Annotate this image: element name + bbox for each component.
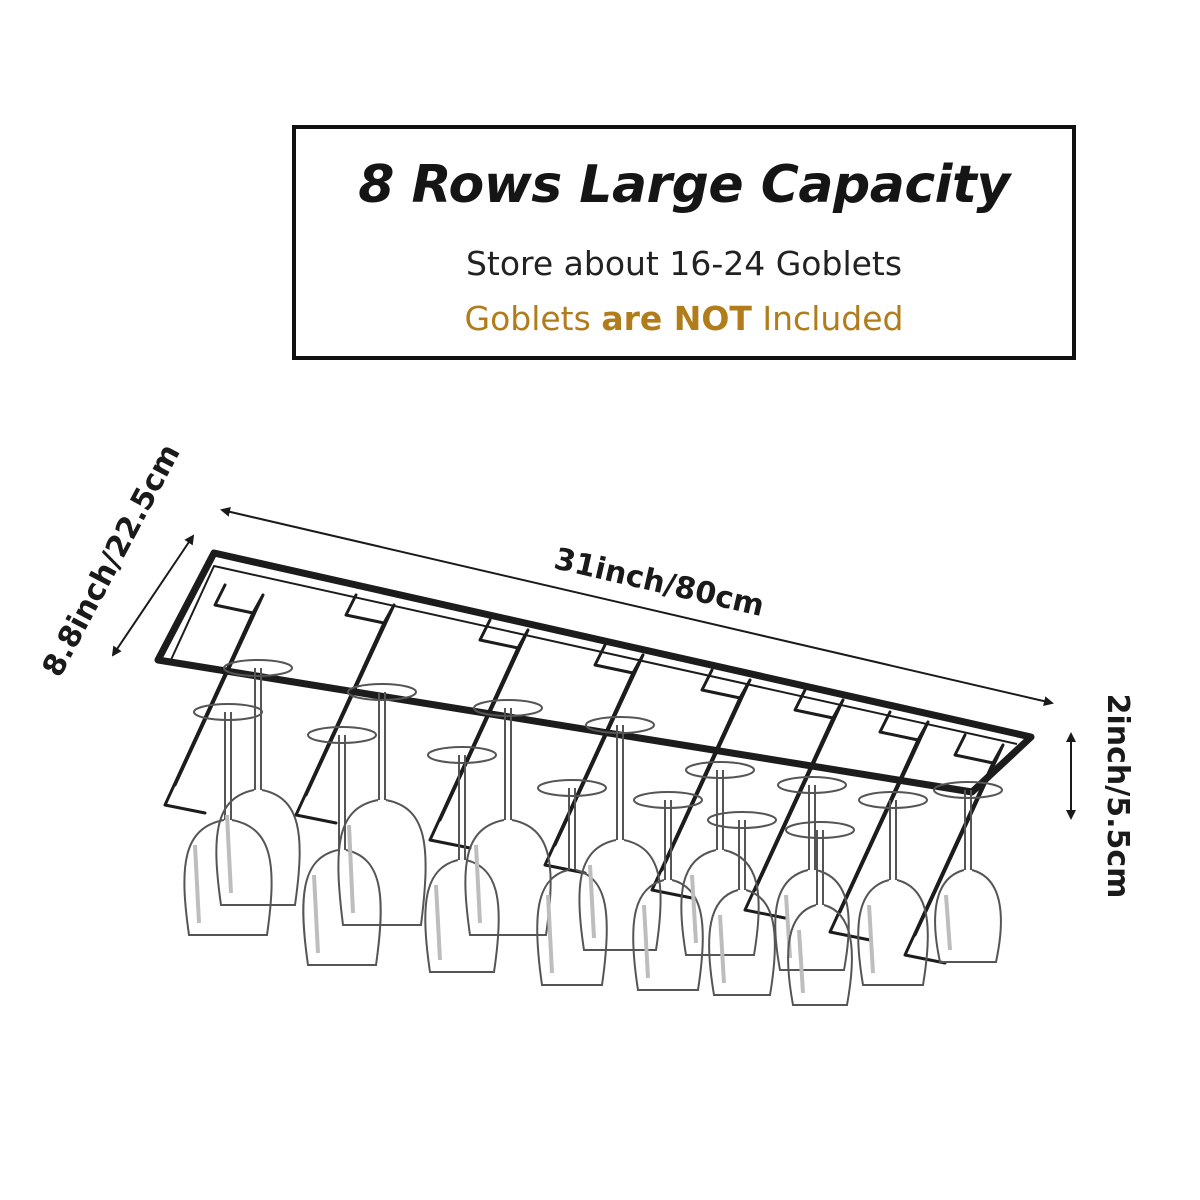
rail-6 — [743, 688, 845, 920]
notice-part-3: Included — [751, 299, 904, 338]
notice-part-2: are NOT — [601, 299, 752, 338]
capacity-info-box: 8 Rows Large Capacity Store about 16-24 … — [292, 125, 1076, 360]
wine-glass-5 — [424, 746, 500, 973]
wine-glass-4 — [337, 683, 427, 926]
wine-glass-3 — [302, 726, 382, 966]
wine-glasses — [183, 659, 1003, 1006]
rail-5 — [650, 668, 752, 900]
headline: 8 Rows Large Capacity — [358, 155, 1010, 215]
wine-glass-15 — [933, 781, 1003, 963]
notice-text: Goblets are NOT Included — [296, 299, 1072, 338]
wine-glass-6 — [464, 699, 552, 936]
wine-glass-12 — [774, 776, 850, 971]
rail-3 — [428, 618, 530, 850]
rail-7 — [828, 710, 930, 942]
wine-glass-8 — [578, 716, 662, 951]
notice-part-1: Goblets — [464, 299, 602, 338]
length-dimension-arrow — [220, 506, 1054, 707]
rail-1 — [163, 583, 265, 815]
rail-4 — [543, 643, 645, 875]
wine-glass-13 — [785, 821, 855, 1006]
wine-glass-10 — [680, 761, 760, 956]
width-dimension-arrow — [111, 534, 195, 657]
capacity-text: Store about 16-24 Goblets — [465, 244, 903, 283]
wine-glass-11 — [707, 811, 777, 996]
wine-glass-14 — [857, 791, 929, 986]
rail-8 — [903, 733, 1005, 965]
height-label: 2inch/5.5cm — [1100, 694, 1135, 899]
wine-glass-2 — [215, 659, 301, 906]
wine-glass-7 — [536, 779, 608, 986]
